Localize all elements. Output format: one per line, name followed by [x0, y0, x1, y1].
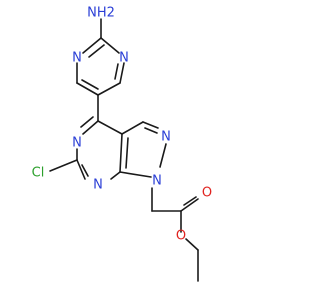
atom-label-layer: NH2 N N N N Cl N N O O: [32, 6, 212, 244]
bond: [121, 121, 144, 135]
atom-label-oxygen: O: [202, 186, 212, 201]
atom-label-nitrogen: N: [119, 51, 129, 66]
bond: [114, 63, 119, 80]
bond: [82, 37, 102, 54]
bond: [88, 44, 105, 58]
bond: [76, 159, 86, 180]
bond: [81, 79, 99, 90]
bond: [100, 37, 120, 54]
bond: [110, 171, 121, 180]
bond: [185, 238, 199, 251]
bond-layer: [49, 18, 199, 282]
bond: [119, 133, 123, 173]
bond: [119, 62, 125, 84]
bond: [144, 127, 158, 134]
bond: [183, 196, 197, 206]
bond: [180, 198, 199, 212]
atom-label-chlorine: Cl: [32, 166, 45, 181]
bond: [97, 120, 123, 135]
atom-label-amine: NH2: [87, 6, 115, 21]
atom-label-oxygen: O: [176, 229, 186, 244]
bond: [159, 143, 167, 168]
bond: [81, 164, 89, 177]
atom-label-nitrogen: N: [152, 174, 162, 189]
chemical-structure-diagram: NH2 N N N N Cl N N O O: [32, 6, 212, 282]
bond: [125, 137, 129, 169]
bond: [49, 159, 78, 172]
atom-label-nitrogen: N: [72, 51, 82, 66]
bond: [76, 82, 99, 96]
bond: [82, 120, 99, 135]
bond: [80, 116, 94, 128]
atom-label-nitrogen: N: [161, 130, 171, 145]
atom-label-nitrogen: N: [93, 178, 103, 193]
bond: [119, 171, 152, 178]
bond: [142, 121, 159, 129]
bond: [97, 82, 121, 96]
atom-label-nitrogen: N: [72, 136, 82, 151]
